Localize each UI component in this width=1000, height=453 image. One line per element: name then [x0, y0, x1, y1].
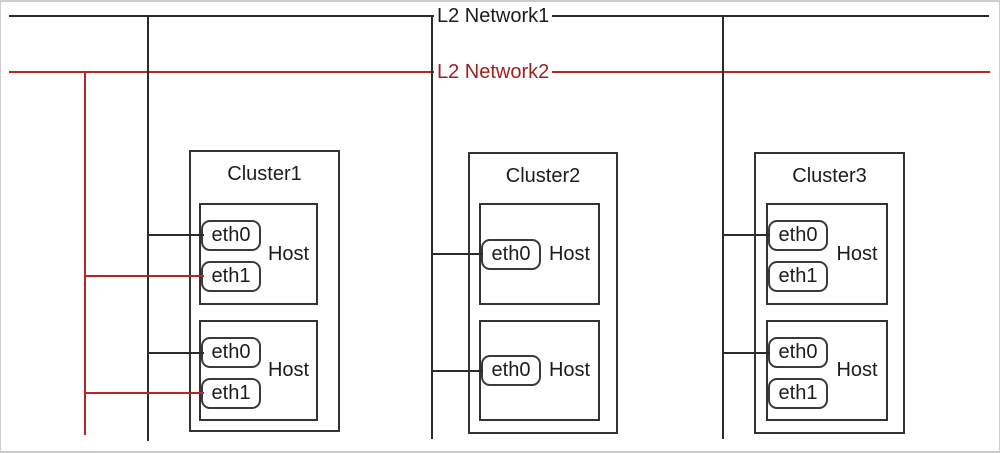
cluster2-box: Cluster2 eth0 Host eth0 Host [468, 152, 618, 434]
eth0-interface-box: eth0 [768, 337, 828, 368]
eth0-interface-box: eth0 [481, 355, 541, 386]
host-label: Host [267, 242, 310, 265]
interface-column: eth0 eth1 [201, 322, 261, 419]
interface-column: eth0 eth1 [768, 205, 828, 303]
cluster2-network1-drop-line [431, 15, 433, 439]
eth0-interface-box: eth0 [481, 238, 541, 270]
host-label: Host [836, 242, 878, 265]
interface-column: eth0 [481, 322, 541, 419]
connection-line-c1h1-eth1 [84, 275, 204, 277]
cluster1-network1-drop-line [147, 15, 149, 441]
interface-column: eth0 [481, 205, 541, 303]
cluster3-host1-box: eth0 eth1 Host [766, 203, 888, 305]
cluster3-host2-box: eth0 eth1 Host [766, 320, 888, 421]
eth0-interface-box: eth0 [201, 220, 261, 251]
cluster1-host2-box: eth0 eth1 Host [199, 320, 318, 421]
cluster3-box: Cluster3 eth0 eth1 Host eth0 eth1 Host [754, 152, 905, 434]
cluster2-host1-box: eth0 Host [479, 203, 600, 305]
l2-network2-label: L2 Network2 [434, 61, 553, 83]
host-label: Host [836, 359, 878, 381]
connection-line-c2h2-eth0 [431, 370, 483, 372]
eth1-interface-box: eth1 [201, 378, 261, 409]
cluster3-network1-drop-line [722, 15, 724, 439]
connection-line-c1h2-eth0 [147, 352, 204, 354]
eth1-interface-box: eth1 [768, 378, 828, 409]
connection-line-c1h2-eth1 [84, 392, 204, 394]
eth1-interface-box: eth1 [768, 261, 828, 292]
host-label: Host [548, 242, 591, 265]
cluster3-title: Cluster3 [792, 165, 867, 187]
interface-column: eth0 eth1 [201, 205, 261, 303]
cluster2-title: Cluster2 [505, 165, 581, 187]
connection-line-c1h1-eth0 [147, 234, 204, 236]
connection-line-c2h1-eth0 [431, 253, 483, 255]
eth0-interface-box: eth0 [768, 220, 828, 251]
interface-column: eth0 eth1 [768, 322, 828, 419]
eth1-interface-box: eth1 [201, 261, 261, 292]
connection-line-c3h2-eth0 [722, 352, 770, 354]
cluster1-network2-drop-line [84, 71, 86, 435]
l2-network1-label: L2 Network1 [434, 5, 553, 27]
eth0-interface-box: eth0 [201, 337, 261, 368]
host-label: Host [267, 359, 310, 381]
host-label: Host [548, 359, 591, 381]
cluster1-host1-box: eth0 eth1 Host [199, 203, 318, 305]
cluster2-host2-box: eth0 Host [479, 320, 600, 421]
cluster1-box: Cluster1 eth0 eth1 Host eth0 eth1 Host [189, 150, 340, 432]
connection-line-c3h1-eth0 [722, 234, 770, 236]
cluster1-title: Cluster1 [227, 163, 302, 185]
